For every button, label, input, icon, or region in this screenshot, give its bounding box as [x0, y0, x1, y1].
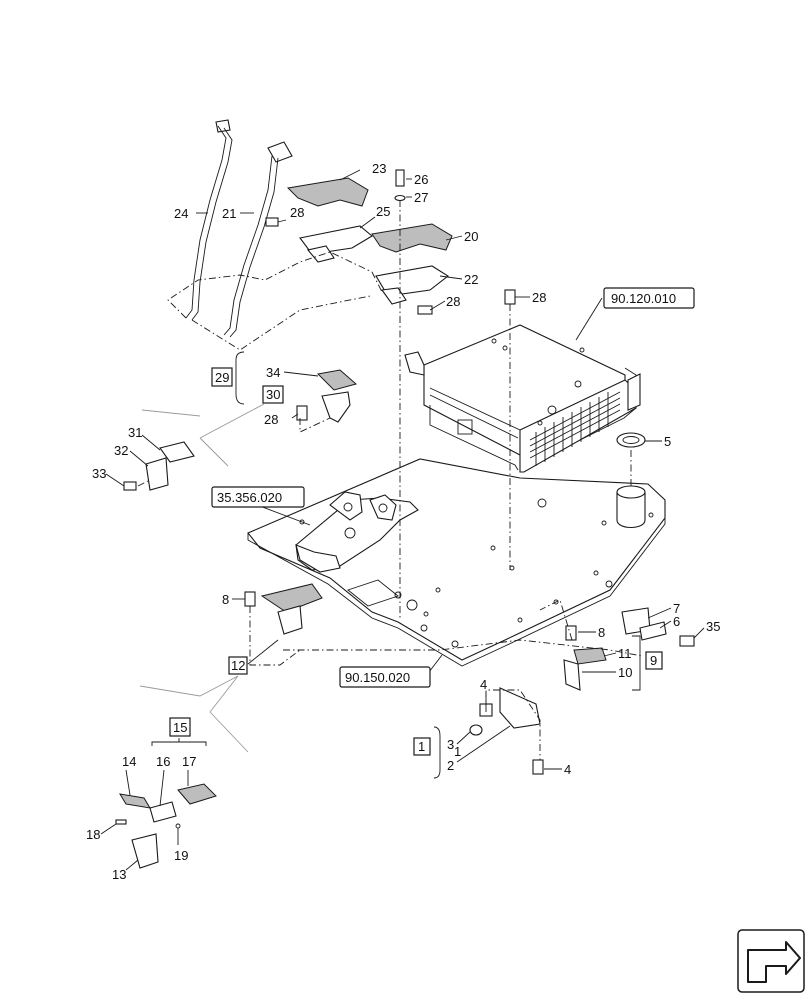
callout-12: 12: [231, 658, 245, 673]
callout-27: 27: [414, 190, 428, 205]
leader-lines: [100, 169, 705, 871]
callout-8b: 8: [598, 625, 605, 640]
callout-28d: 28: [264, 412, 278, 427]
callout-8a: 8: [222, 592, 229, 607]
pedal-plate-25: [299, 225, 373, 263]
reference-90-150-020: 90.150.020: [345, 670, 410, 685]
callout-3: 3: [447, 737, 454, 752]
reference-boxes: 90.120.010 35.356.020 90.150.020: [211, 287, 695, 688]
bracket-6-7: [621, 607, 667, 641]
pedal-pad-20: [371, 223, 453, 253]
callout-28b: 28: [446, 294, 460, 309]
pedal-lever-24: [185, 119, 233, 321]
callout-28a: 28: [290, 205, 304, 220]
callout-11: 11: [618, 646, 632, 661]
foot-pedal-10: [563, 647, 607, 691]
pedal-bracket-30: [321, 391, 351, 423]
callout-17: 17: [182, 754, 196, 769]
callout-4b: 4: [564, 762, 571, 777]
accessory-assembly: [119, 783, 217, 869]
callout-9: 9: [650, 653, 657, 668]
callout-29: 29: [215, 370, 229, 385]
callout-28c: 28: [532, 290, 546, 305]
callout-21: 21: [222, 206, 236, 221]
pedal-plate-22: [375, 265, 449, 305]
callout-4a: 4: [480, 677, 487, 692]
callout-25: 25: [376, 204, 390, 219]
hinge-bracket: [295, 491, 419, 573]
callout-30: 30: [266, 387, 280, 402]
next-page-arrow-icon[interactable]: [737, 929, 805, 993]
callout-13: 13: [112, 867, 126, 882]
callout-2: 2: [447, 758, 454, 773]
callout-10: 10: [618, 665, 632, 680]
callout-6: 6: [673, 614, 680, 629]
callout-31: 31: [128, 425, 142, 440]
mount-bracket-2: [499, 687, 541, 729]
vent-grille: [529, 391, 621, 466]
callout-23: 23: [372, 161, 386, 176]
callout-32: 32: [114, 443, 128, 458]
callout-34: 34: [266, 365, 280, 380]
foot-pedal-12: [260, 583, 323, 635]
grommet-ring: [616, 432, 646, 448]
pedal-pad-23: [286, 177, 369, 207]
control-unit: [404, 324, 641, 473]
callout-20: 20: [464, 229, 478, 244]
callout-7: 7: [673, 601, 680, 616]
callout-33: 33: [92, 466, 106, 481]
grey-guides: [139, 403, 265, 753]
callout-14: 14: [122, 754, 136, 769]
callout-1: 1: [454, 744, 461, 759]
callout-19: 19: [174, 848, 188, 863]
callout-5: 5: [664, 434, 671, 449]
callout-16: 16: [156, 754, 170, 769]
callout-22: 22: [464, 272, 478, 287]
cover-31: [159, 441, 195, 463]
bracket-32: [145, 457, 169, 491]
support-cylinder: [616, 485, 646, 529]
callout-35: 35: [706, 619, 720, 634]
pedal-pad-34: [316, 369, 358, 391]
pedal-lever-21: [223, 141, 293, 338]
reference-35-356-020: 35.356.020: [217, 490, 282, 505]
callout-18: 18: [86, 827, 100, 842]
callout-1-box: 1: [418, 739, 425, 754]
callout-15: 15: [173, 720, 187, 735]
fasteners: [115, 169, 695, 829]
reference-90-120-010: 90.120.010: [611, 291, 676, 306]
callout-24: 24: [174, 206, 188, 221]
callout-labels: 1 2 3 4 4 5 6 7 8 8 10 11 13 14 16 17 18…: [86, 161, 720, 882]
callout-26: 26: [414, 172, 428, 187]
boxed-callouts: 1 9 12 15 29 30: [169, 367, 663, 756]
